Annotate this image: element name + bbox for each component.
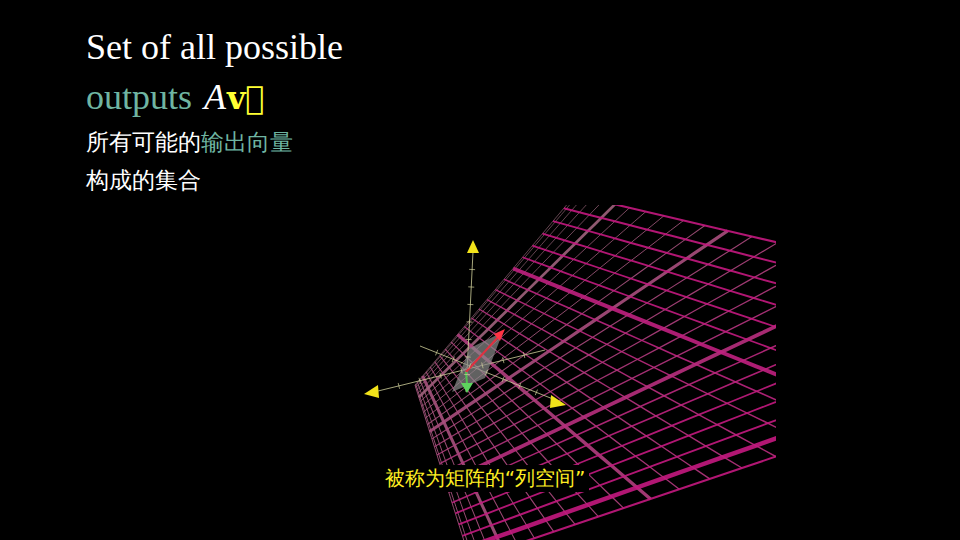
axis-tick: [467, 304, 473, 305]
axis-tick: [464, 374, 470, 375]
axis-tick: [467, 321, 473, 322]
parallelogram: [452, 332, 503, 392]
matrix-symbol: A: [204, 76, 226, 118]
axis-tick: [436, 350, 438, 356]
grid-line: [504, 279, 776, 432]
heading-text: outputs: [86, 76, 192, 118]
grid-line: [459, 303, 776, 525]
axis-tick: [523, 352, 524, 358]
grid-line: [523, 257, 776, 405]
text-row: Set of all possible: [86, 26, 343, 68]
axis-tick: [419, 378, 420, 384]
grid-line: [575, 205, 776, 330]
heading-translation: 所有可能的: [86, 127, 201, 158]
axis-tick: [469, 269, 475, 270]
heading-translation: 输出向量: [201, 127, 293, 158]
axis-tick: [502, 376, 504, 382]
heading-text: Set of all possible: [86, 26, 343, 68]
coordinate-axes: [364, 240, 566, 408]
grid-line: [455, 294, 776, 513]
grid-line: [416, 205, 584, 388]
axis-tick: [465, 356, 471, 357]
green-cone: [461, 383, 473, 393]
grid-line: [553, 221, 776, 362]
axis-tick: [485, 370, 487, 376]
axis-tick: [452, 356, 454, 362]
red-arrowhead: [494, 329, 505, 341]
axis-tick: [440, 373, 441, 379]
vector-symbol: v⃗: [227, 79, 265, 117]
text-row: 所有可能的输出向量: [86, 127, 293, 158]
grid-line: [543, 234, 776, 377]
text-row: outputs Av⃗: [86, 76, 265, 118]
subtitle: 被称为矩阵的“列空间”: [381, 465, 590, 492]
axis-ticks: [398, 269, 537, 395]
grid-line: [470, 330, 776, 540]
axis-tick: [461, 368, 462, 374]
axis-tick: [503, 357, 504, 363]
axis-cone: [364, 385, 379, 398]
grid-line: [434, 243, 776, 447]
axis-cone: [467, 240, 479, 253]
axis-tick: [519, 383, 521, 389]
axis-tick: [398, 383, 399, 389]
grid-line: [564, 208, 776, 346]
grid-line: [513, 268, 776, 418]
text-row: 构成的集合: [86, 165, 201, 196]
axis-tick: [468, 286, 474, 287]
grid-line: [466, 321, 776, 540]
grid-line: [440, 256, 776, 464]
grid-line: [419, 205, 615, 397]
plane-grid: [415, 205, 776, 540]
axis-tick: [482, 362, 483, 368]
green-vector: [466, 372, 467, 384]
axis-tick: [469, 363, 471, 369]
axis-tick: [466, 339, 472, 340]
grid-line: [452, 286, 776, 503]
grid-line: [417, 205, 592, 390]
grid-line: [417, 382, 480, 540]
axis-tick: [535, 390, 537, 396]
grid-line: [462, 311, 776, 536]
red-vector: [466, 335, 500, 372]
heading-translation: 构成的集合: [86, 165, 201, 196]
axis-cone: [550, 395, 566, 408]
